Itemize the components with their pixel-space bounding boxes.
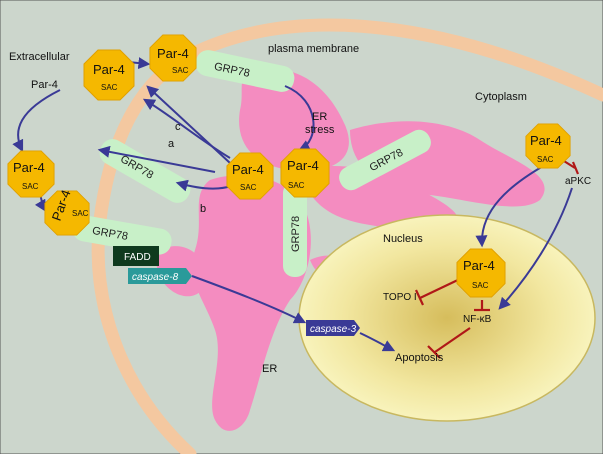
label-extracellular: Extracellular xyxy=(9,51,70,63)
label-nucleus: Nucleus xyxy=(383,233,423,245)
arrow-c xyxy=(142,98,231,159)
svg-text:Par-4: Par-4 xyxy=(157,46,189,61)
inhibit-par4-topo xyxy=(419,277,463,299)
svg-text:SAC: SAC xyxy=(172,66,189,75)
inhibit-nfkb-apoptosis xyxy=(434,327,471,353)
par4-extracellular-top: Par-4 SAC xyxy=(83,49,135,101)
caspase-8-tag: caspase-8 xyxy=(128,268,192,284)
inhibition-lines xyxy=(415,155,580,359)
label-er: ER xyxy=(262,363,277,375)
arrow-b-to-grp78 xyxy=(97,145,216,173)
label-arrow-a: a xyxy=(168,138,175,150)
label-er-stress-2: stress xyxy=(305,124,335,136)
par4-er-right: Par-4 SAC xyxy=(280,148,330,198)
svg-text:caspase-3: caspase-3 xyxy=(310,324,357,335)
svg-text:SAC: SAC xyxy=(472,281,489,290)
svg-text:Par-4: Par-4 xyxy=(530,133,562,148)
caspase-3-tag: caspase-3 xyxy=(306,320,360,336)
fadd-box: FADD xyxy=(113,246,159,266)
svg-text:Par-4: Par-4 xyxy=(287,158,319,173)
svg-text:Par-4: Par-4 xyxy=(232,162,264,177)
arrow-apkc-to-nfkb xyxy=(498,187,573,310)
grp78-membrane-top: GRP78 xyxy=(195,50,295,92)
svg-text:FADD: FADD xyxy=(124,252,151,263)
svg-text:GRP78: GRP78 xyxy=(290,216,302,252)
svg-text:Par-4: Par-4 xyxy=(463,258,495,273)
label-apkc: aPKC xyxy=(565,176,591,187)
svg-text:SAC: SAC xyxy=(288,181,305,190)
label-par4-extracellular: Par-4 xyxy=(31,79,58,91)
arrow-caspase8-to-caspase3 xyxy=(191,275,307,324)
par4-nucleus: Par-4 SAC xyxy=(456,248,506,298)
svg-text:SAC: SAC xyxy=(22,182,39,191)
svg-text:SAC: SAC xyxy=(240,183,257,192)
svg-text:Par-4: Par-4 xyxy=(93,62,125,77)
arrow-par4-to-membrane xyxy=(12,89,61,153)
grp78-er-vertical: GRP78 xyxy=(283,182,307,277)
arrow-er-stress xyxy=(284,85,315,152)
grp78-membrane-lower: GRP78 xyxy=(72,215,172,255)
label-arrow-b: b xyxy=(200,203,206,215)
svg-text:Par-4: Par-4 xyxy=(13,160,45,175)
svg-text:caspase-8: caspase-8 xyxy=(132,272,179,283)
label-er-stress-1: ER xyxy=(312,111,327,123)
label-nfkb: NF-κB xyxy=(463,314,492,325)
par4-extracellular-left: Par-4 SAC xyxy=(7,150,55,198)
label-arrow-c: c xyxy=(175,121,181,133)
svg-text:SAC: SAC xyxy=(101,83,118,92)
par4-er-left: Par-4 SAC xyxy=(226,152,274,200)
svg-text:SAC: SAC xyxy=(537,155,554,164)
arrow-cytoplasm-par4-to-nucleus xyxy=(475,164,546,248)
nucleus xyxy=(298,214,596,422)
svg-text:SAC: SAC xyxy=(72,209,89,218)
arrow-caspase3-to-apoptosis xyxy=(359,332,396,352)
par4-cytoplasm: Par-4 SAC xyxy=(525,123,571,169)
label-cytoplasm: Cytoplasm xyxy=(475,91,527,103)
label-plasma-membrane: plasma membrane xyxy=(268,43,359,55)
label-topo: TOPO I xyxy=(383,292,417,303)
par4-membrane-top: Par-4 SAC xyxy=(149,34,197,82)
label-apoptosis: Apoptosis xyxy=(395,352,444,364)
